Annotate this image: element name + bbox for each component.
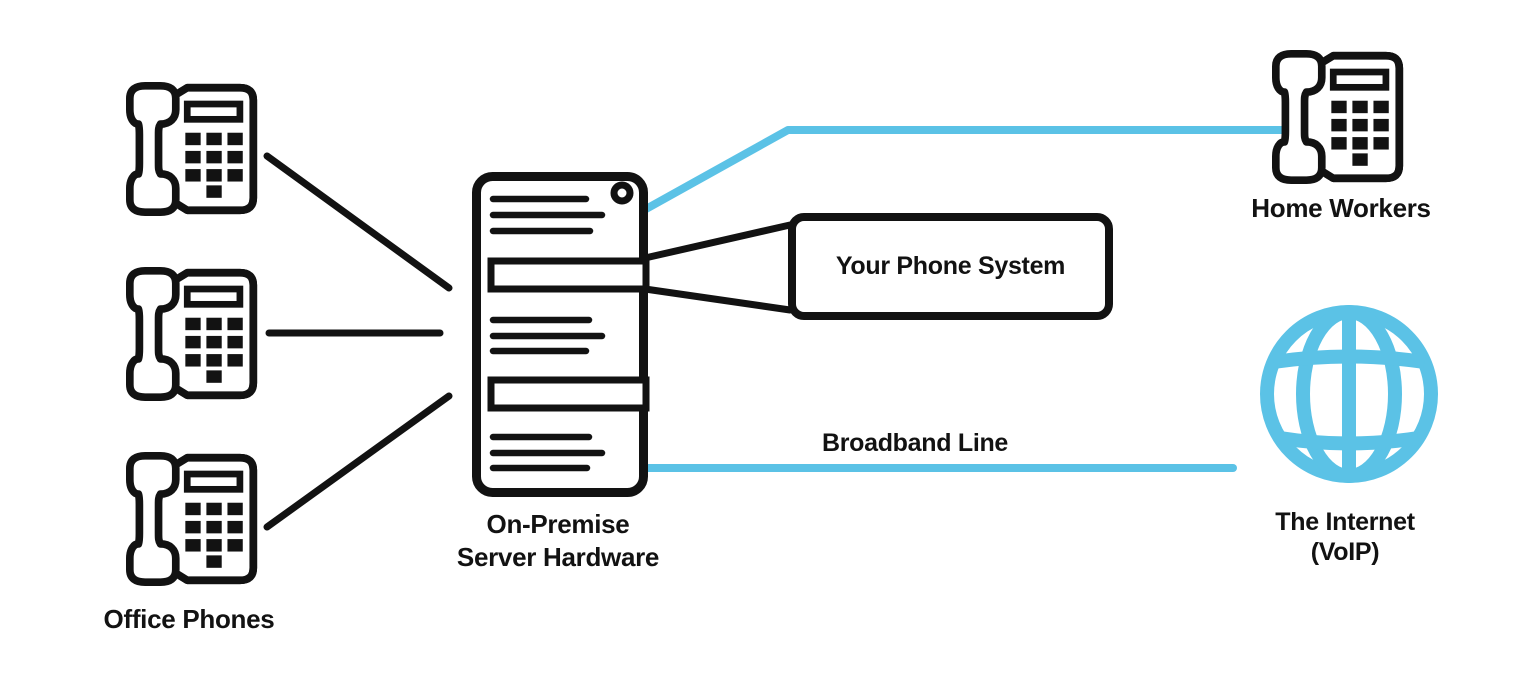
server-label-line1: On-Premise: [486, 509, 630, 539]
home-workers-label: Home Workers: [1251, 193, 1431, 223]
office-phone-1-to-server-line: [263, 152, 453, 292]
your-phone-system-box: Your Phone System: [788, 213, 1113, 320]
office-phone-3-to-server-line: [263, 392, 453, 531]
internet-label-line1: The Internet: [1275, 508, 1415, 536]
office-phone-icon-1: [126, 82, 260, 216]
server-to-home-workers-line: [642, 126, 1286, 213]
server-drive-bay-2: [487, 376, 650, 412]
home-worker-phone-icon: [1272, 50, 1406, 184]
broadband-line-label: Broadband Line: [821, 429, 1009, 457]
internet-label: The Internet (VoIP): [1275, 507, 1415, 567]
office-phone-icon-3: [126, 452, 260, 586]
office-phone-icon-2: [126, 267, 260, 401]
your-phone-system-label: Your Phone System: [835, 252, 1066, 280]
internet-label-line2: (VoIP): [1310, 538, 1380, 566]
office-phones-label: Office Phones: [103, 604, 275, 634]
globe-icon: [1260, 305, 1438, 483]
server-icon: [472, 172, 650, 497]
server-to-box-line-top: [641, 221, 794, 262]
server-drive-bay-1: [487, 257, 650, 293]
server-to-box-line-bottom: [641, 285, 794, 314]
server-label-line2: Server Hardware: [456, 542, 660, 572]
server-label: On-Premise Server Hardware: [457, 508, 659, 574]
